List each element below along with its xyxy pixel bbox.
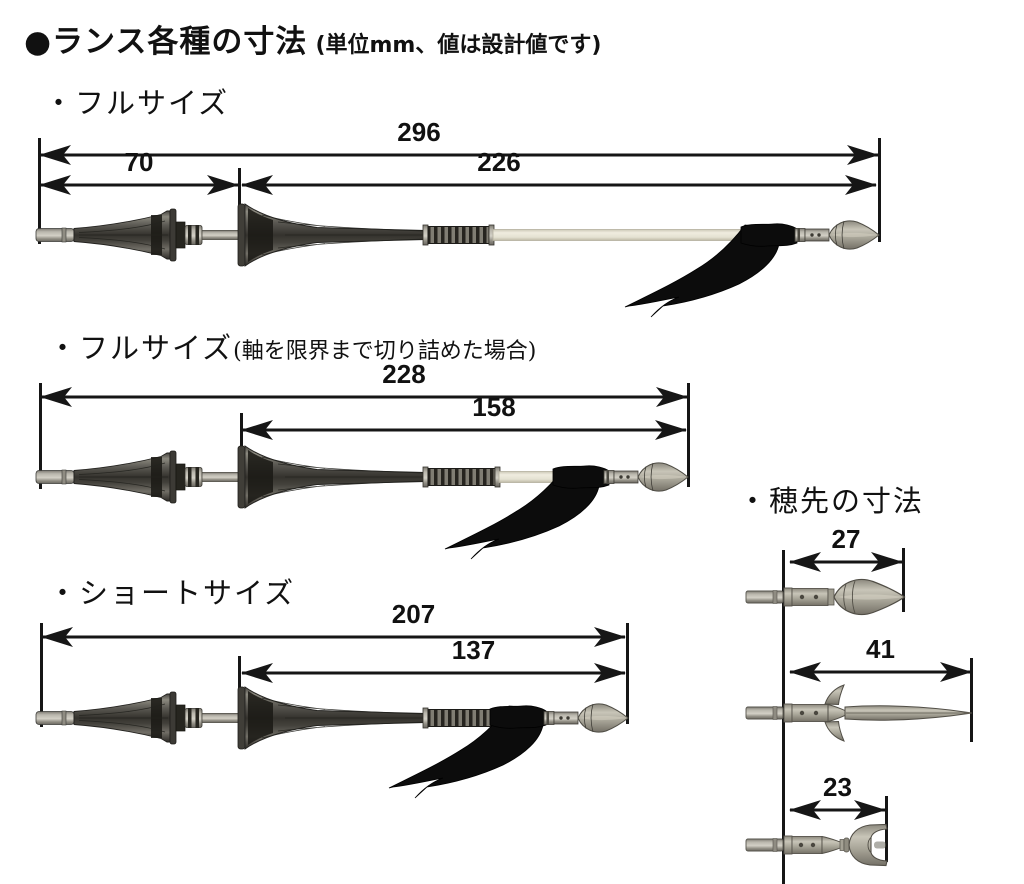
section-label-tips: ・穂先の寸法 [738,478,924,520]
dim-full-front-value: 226 [477,147,521,177]
spearhead [828,220,880,250]
section-label-trimmed: ・フルサイズ(軸を限界まで切り詰めた場合) [48,325,536,367]
spike-blade [844,705,973,721]
lance-short-drawing [35,686,629,799]
rear-counterweight [35,445,426,509]
page-title: ●ランス各種の寸法 (単位mm、値は設計値です) [24,16,601,61]
dim-short-total-value: 207 [391,599,436,629]
section-label-short-text: ・ショートサイズ [48,576,296,610]
extension-line [970,658,973,742]
tip-fork-drawing [745,823,888,867]
dim-tip-spike: 41 [788,634,973,684]
dim-tip-fork: 23 [788,772,887,822]
rear-counterweight [35,686,426,750]
cloth-wrap [489,705,547,729]
dim-full-rear-value: 70 [124,147,154,177]
dim-full-total: 296 [38,117,880,167]
rear-counterweight [35,203,426,267]
tip-spear-drawing [745,578,906,616]
dim-tip-spear-value: 27 [831,524,861,554]
spearhead-blade [833,578,906,616]
shaft-stub [745,838,784,852]
extension-line [38,138,41,244]
page-title-text: ●ランス各種の寸法 [24,24,308,60]
section-label-tips-text: ・穂先の寸法 [738,484,925,518]
dim-full-total-value: 296 [397,117,441,147]
dim-full-front: 226 [240,147,878,197]
cloth-wrap [552,465,610,489]
datum-line [782,550,785,884]
extension-line [902,548,905,612]
dim-trimmed-front: 158 [240,392,688,442]
shaft-stub [745,706,784,720]
dim-short-front-value: 137 [451,635,496,665]
unit-note: (単位mm、値は設計値です) [315,33,602,58]
lance-full-drawing [35,203,880,318]
dim-short-front: 137 [240,635,627,685]
extension-line [878,138,881,242]
lance-trimmed-drawing [35,445,689,560]
dim-full-rear: 70 [38,147,240,197]
shaft-stub [745,590,784,604]
grip [422,466,501,488]
section-label-short: ・ショートサイズ [48,570,295,612]
shaft [498,471,558,483]
dim-trimmed-total-value: 228 [382,359,426,389]
dim-tip-spike-value: 41 [866,634,895,664]
socket [543,710,579,726]
socket [783,587,835,607]
dim-tip-fork-value: 23 [823,772,852,802]
section-label-full-text: ・フルサイズ [44,86,230,120]
extension-line [626,623,629,724]
shaft [492,229,746,241]
tip-spike-drawing [745,684,973,742]
spearhead [577,703,629,733]
section-label-full: ・フルサイズ [44,80,229,122]
cloth-wrap [740,223,798,247]
grip [422,224,495,246]
section-label-trimmed-text: ・フルサイズ [48,331,234,365]
extension-line [39,383,42,489]
dim-short-total: 207 [40,599,627,649]
socket [603,469,639,485]
spearhead [637,462,689,492]
dim-trimmed-total: 228 [39,359,689,409]
socket [794,227,830,243]
fork-head [848,823,888,867]
socket [783,835,850,855]
dim-trimmed-front-value: 158 [472,392,516,422]
section-label-trimmed-note: (軸を限界まで切り詰めた場合) [233,339,537,364]
socket [783,703,829,723]
extension-line [687,383,690,487]
extension-line [40,623,43,727]
dim-tip-spear: 27 [788,524,904,574]
cross-guard [824,684,846,742]
